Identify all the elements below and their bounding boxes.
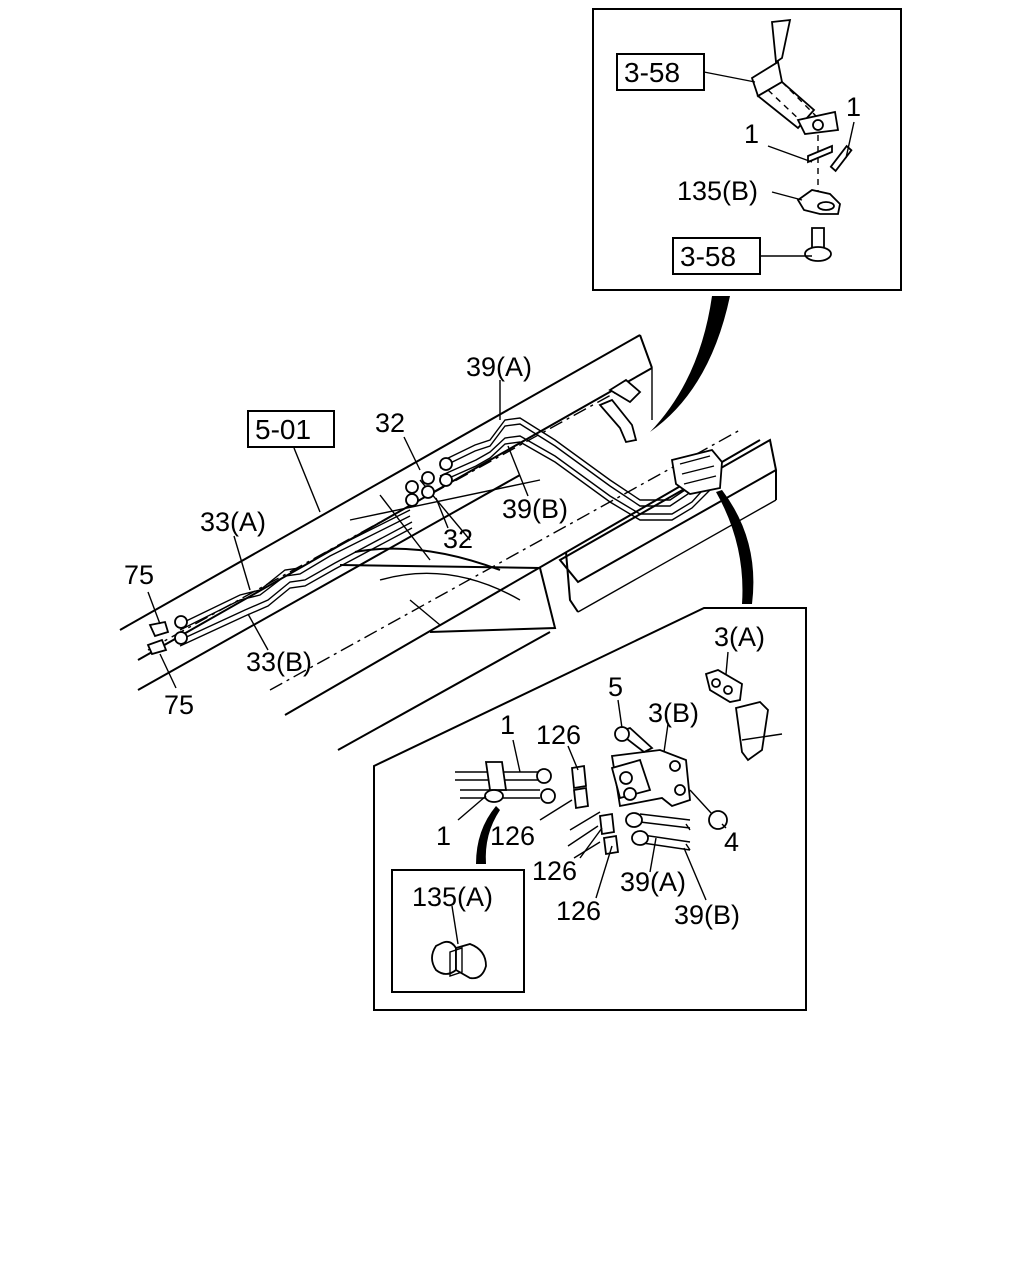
label-top-1b: 1	[744, 119, 759, 149]
label-39a-detail: 39(A)	[620, 867, 686, 897]
main-leader-lines	[147, 380, 529, 689]
label-39a: 39(A)	[466, 352, 532, 382]
label-126-bottom: 126	[556, 896, 601, 926]
label-3a: 3(A)	[714, 622, 765, 652]
ref-label-top-1: 3-58	[624, 57, 680, 88]
label-75-bottom: 75	[164, 690, 194, 720]
label-39b-detail: 39(B)	[674, 900, 740, 930]
ref-label-main: 5-01	[255, 414, 311, 445]
label-126-mid: 126	[490, 821, 535, 851]
detail-pointer-bottom	[716, 490, 754, 604]
ref-label-top-2: 3-58	[680, 241, 736, 272]
detail-pointer-top	[650, 296, 730, 432]
label-135a: 135(A)	[412, 882, 493, 912]
part-labels: 1 1 135(B) 39(A) 32 32 39(B) 33(A) 33(B)…	[124, 92, 861, 930]
label-4: 4	[724, 827, 739, 857]
label-top-1a: 1	[846, 92, 861, 122]
label-1-top: 1	[500, 710, 515, 740]
label-32-bottom: 32	[443, 524, 473, 554]
label-33b: 33(B)	[246, 647, 312, 677]
label-126-top: 126	[536, 720, 581, 750]
label-75-top: 75	[124, 560, 154, 590]
label-top-135b: 135(B)	[677, 176, 758, 206]
label-5: 5	[608, 672, 623, 702]
detail-panel-top	[592, 8, 902, 291]
brake-pipes	[146, 417, 723, 656]
label-1-bottom: 1	[436, 821, 451, 851]
label-126-low: 126	[532, 856, 577, 886]
label-3b: 3(B)	[648, 698, 699, 728]
label-32-top: 32	[375, 408, 405, 438]
reference-labels: 3-58 3-58 5-01	[255, 57, 736, 445]
chassis-frame	[119, 334, 778, 751]
ref-box-main	[247, 410, 335, 448]
inset-135a	[391, 869, 525, 993]
label-39b: 39(B)	[502, 494, 568, 524]
label-33a: 33(A)	[200, 507, 266, 537]
detail-pointer-inset	[476, 806, 500, 864]
